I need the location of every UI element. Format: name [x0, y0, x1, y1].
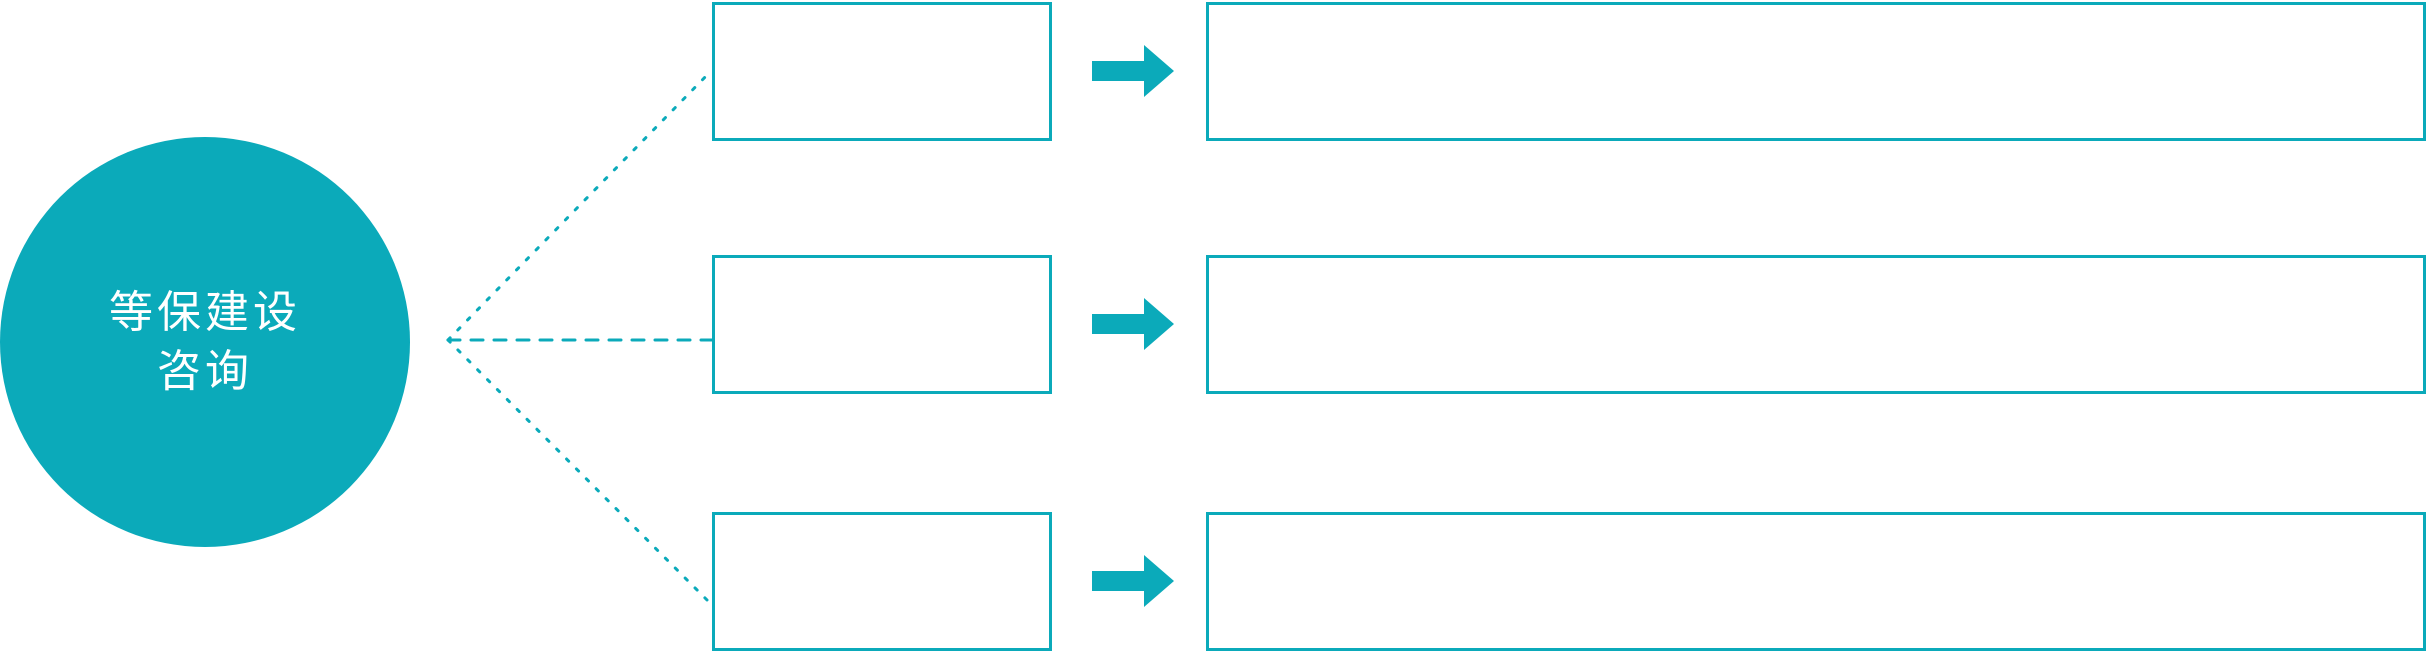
hub-label-line-1: 等保建设	[109, 287, 301, 337]
category-box-row1[interactable]	[712, 2, 1052, 141]
hub-label-line-2: 咨询	[157, 347, 253, 396]
category-box-row2[interactable]	[712, 255, 1052, 394]
connector-line-row1	[446, 68, 714, 342]
category-box-row3[interactable]	[712, 512, 1052, 651]
right-block-arrow-icon-row1	[1092, 45, 1174, 97]
detail-box-row2[interactable]	[1206, 255, 2426, 394]
hub-node-circle[interactable]: 等保建设 咨询	[0, 137, 410, 547]
detail-box-row3[interactable]	[1206, 512, 2426, 651]
connector-line-row3	[446, 338, 714, 607]
right-block-arrow-icon-row3	[1092, 555, 1174, 607]
detail-box-row1[interactable]	[1206, 2, 2426, 141]
right-block-arrow-icon-row2	[1092, 298, 1174, 350]
